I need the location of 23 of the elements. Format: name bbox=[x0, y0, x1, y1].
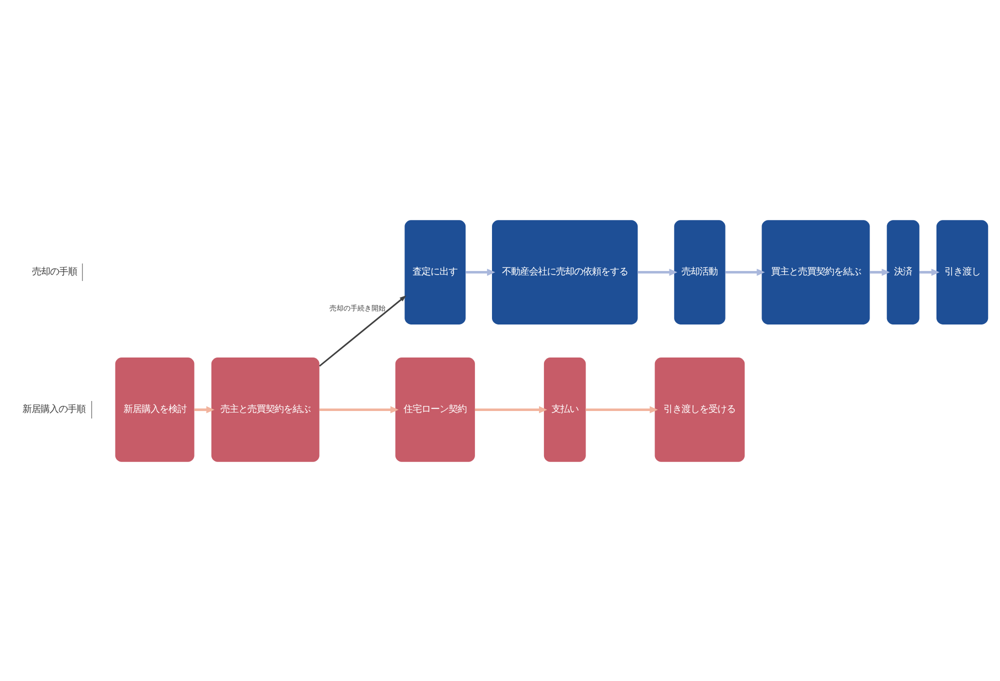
node-box: 買主と売買契約を結ぶ bbox=[762, 220, 870, 324]
arrow bbox=[586, 406, 658, 413]
node-box: 新居購入を検討 bbox=[115, 357, 194, 462]
node-box: 支払い bbox=[544, 357, 586, 462]
arrow bbox=[320, 406, 399, 413]
arrow bbox=[638, 268, 678, 276]
node-box: 不動産会社に売却の依頼をする bbox=[492, 220, 638, 324]
node-box: 住宅ローン契約 bbox=[395, 357, 475, 462]
arrow bbox=[870, 268, 890, 276]
arrow bbox=[725, 268, 765, 276]
arrow bbox=[194, 406, 214, 413]
arrow bbox=[474, 406, 548, 413]
arrow bbox=[920, 268, 940, 276]
label: 売却の手順 bbox=[32, 266, 77, 278]
node-box: 引き渡しを受ける bbox=[654, 357, 745, 462]
arrow bbox=[319, 294, 406, 366]
node-box: 引き渡し bbox=[936, 220, 988, 324]
node-box: 決済 bbox=[886, 220, 920, 324]
label: 新居購入の手順 bbox=[22, 404, 86, 415]
arrow bbox=[466, 268, 496, 276]
node-box: 査定に出す bbox=[404, 220, 466, 324]
node-box: 売主と売買契約を結ぶ bbox=[211, 357, 320, 462]
node-box: 売却活動 bbox=[674, 220, 726, 324]
